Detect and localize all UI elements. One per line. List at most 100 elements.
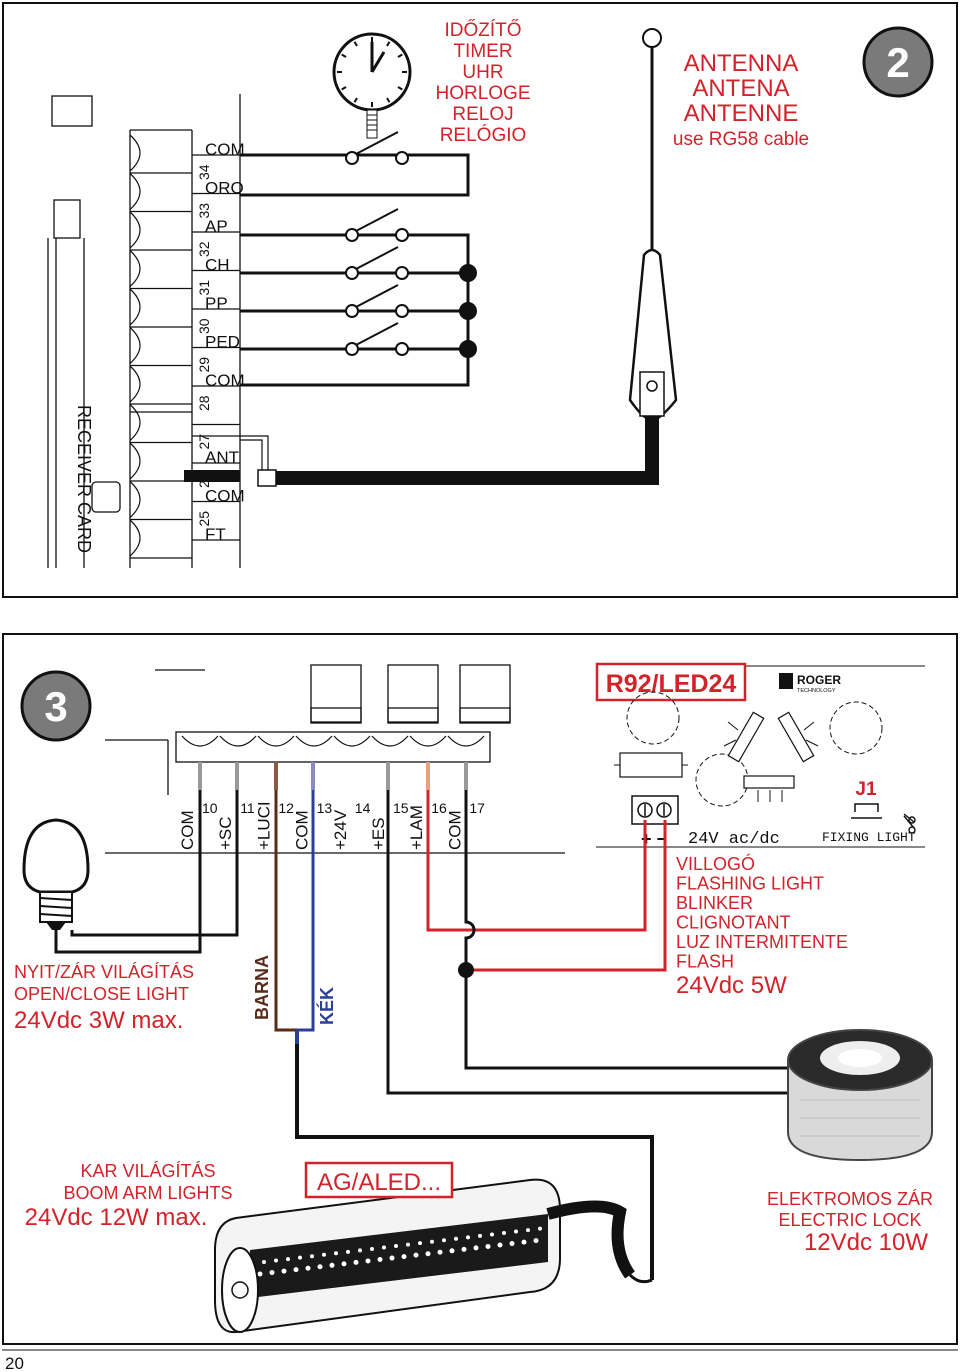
terminal-number: 16: [431, 800, 447, 816]
terminal-label: +LUCI: [254, 801, 273, 850]
terminal-label: +SC: [216, 816, 235, 850]
timer-line: UHR: [462, 62, 503, 83]
timer-line: HORLOGE: [435, 83, 530, 104]
cable-connector: [184, 435, 277, 487]
boom-line: BOOM ARM LIGHTS: [63, 1183, 232, 1203]
open-close-spec: 24Vdc 3W max.: [14, 1007, 183, 1034]
terminal-number: 32: [196, 241, 212, 257]
panel-3-frame: [2, 633, 958, 1345]
scissors-icon: [903, 813, 916, 834]
terminal-number: 12: [278, 800, 294, 816]
flash-line: CLIGNOTANT: [676, 913, 791, 933]
terminal-number: 34: [196, 164, 212, 180]
terminal-label: COM: [445, 810, 464, 850]
receiver-card-label: RECEIVER CARD: [74, 405, 94, 553]
terminal-number: 15: [393, 800, 409, 816]
terminal-block-scallops: [129, 134, 192, 559]
terminal-label: +ES: [369, 817, 388, 850]
terminal-number: 30: [196, 318, 212, 334]
timer-line: IDŐZÍTŐ: [444, 19, 521, 41]
led-board: R92/LED24 ROGER TECHNOLOGY + − 24V ac/dc…: [595, 662, 925, 849]
terminal-number: 10: [202, 800, 218, 816]
terminal-number: 28: [196, 395, 212, 411]
brand-sub: TECHNOLOGY: [797, 688, 836, 694]
brand-name: ROGER: [797, 673, 841, 687]
fixing-light-label: FIXING LIGHT: [822, 830, 916, 845]
terminal-block-3-scallops: [181, 735, 485, 747]
terminal-number: 14: [355, 800, 371, 816]
panel-3-badge: 3: [20, 670, 92, 742]
terminal-label: COM: [293, 810, 312, 850]
flash-line: BLINKER: [676, 893, 753, 913]
terminal-number: 25: [196, 511, 212, 527]
terminal-label: +24V: [331, 809, 350, 850]
terminal-label: PP: [205, 294, 228, 313]
electric-lock-icon: [787, 1029, 933, 1162]
boom-line: KAR VILÁGÍTÁS: [80, 1161, 215, 1181]
flash-line: FLASHING LIGHT: [676, 874, 824, 894]
terminal-label: CH: [205, 256, 230, 275]
terminal-number: 33: [196, 203, 212, 219]
panel-2-terminals: 34COM33ORO32AP31CH30PP29PED28COM2726ANT2…: [192, 140, 245, 544]
flash-line: VILLOGÓ: [676, 853, 755, 874]
antenna-line: ANTENNE: [684, 100, 799, 127]
model-label: R92/LED24: [606, 670, 737, 698]
ag-label-box: [304, 1161, 454, 1199]
control-board-3: [105, 664, 565, 854]
voltage-label: 24V ac/dc: [688, 830, 780, 849]
polarity-label: + −: [641, 829, 667, 849]
lock-line: ELEKTROMOS ZÁR: [767, 1189, 933, 1209]
jumper-label: J1: [855, 779, 877, 800]
lock-line: ELECTRIC LOCK: [778, 1210, 921, 1230]
terminal-label: FT: [205, 525, 226, 544]
terminal-number: 13: [317, 800, 333, 816]
terminal-number: 29: [196, 357, 212, 373]
svg-text:3: 3: [44, 683, 67, 730]
terminal-label: ORO: [205, 179, 244, 198]
antenna-line: ANTENNA: [684, 50, 799, 77]
svg-text:2: 2: [886, 39, 909, 86]
terminal-label: AP: [205, 217, 228, 236]
flash-line: LUZ INTERMITENTE: [676, 932, 848, 952]
antenna-cable-note: use RG58 cable: [673, 129, 809, 150]
timer-line: TIMER: [453, 41, 512, 62]
wire-brown-label: BARNA: [252, 955, 272, 1020]
boom-arm-light-icon: [214, 1178, 653, 1334]
clock-icon: [332, 32, 412, 139]
coax-cable: [275, 428, 659, 485]
timer-line: RELÓGIO: [440, 124, 527, 146]
bulb-icon: [22, 818, 90, 930]
terminal-label: PED: [205, 333, 240, 352]
terminal-label: COM: [178, 810, 197, 850]
terminal-number: 27: [196, 434, 212, 450]
panel-2-badge: 2: [862, 26, 934, 98]
terminal-label: COM: [205, 371, 245, 390]
terminal-label: ANT: [205, 448, 239, 467]
flash-spec: 24Vdc 5W: [676, 972, 787, 999]
lock-spec: 12Vdc 10W: [804, 1229, 928, 1256]
terminal-number: 31: [196, 280, 212, 296]
flash-line: FLASH: [676, 952, 734, 972]
junction-dot: [458, 962, 474, 978]
ag-label: AG/ALED...: [317, 1169, 441, 1196]
terminal-label: +LAM: [407, 805, 426, 850]
terminal-number: 11: [240, 800, 255, 816]
junction-dots: [459, 264, 477, 358]
control-board: [47, 94, 241, 568]
wire-blue-label: KÉK: [316, 987, 337, 1025]
switch-contacts: [345, 131, 409, 356]
terminal-label: COM: [205, 487, 245, 506]
panel-3-wires: [54, 762, 790, 1280]
antenna-icon: [628, 28, 678, 430]
timer-line: RELOJ: [452, 104, 513, 125]
boom-spec: 24Vdc 12W max.: [25, 1204, 208, 1231]
open-close-line: NYIT/ZÁR VILÁGÍTÁS: [14, 962, 194, 982]
antenna-line: ANTENA: [692, 75, 789, 102]
open-close-line: OPEN/CLOSE LIGHT: [14, 984, 189, 1004]
terminal-label: COM: [205, 140, 245, 159]
